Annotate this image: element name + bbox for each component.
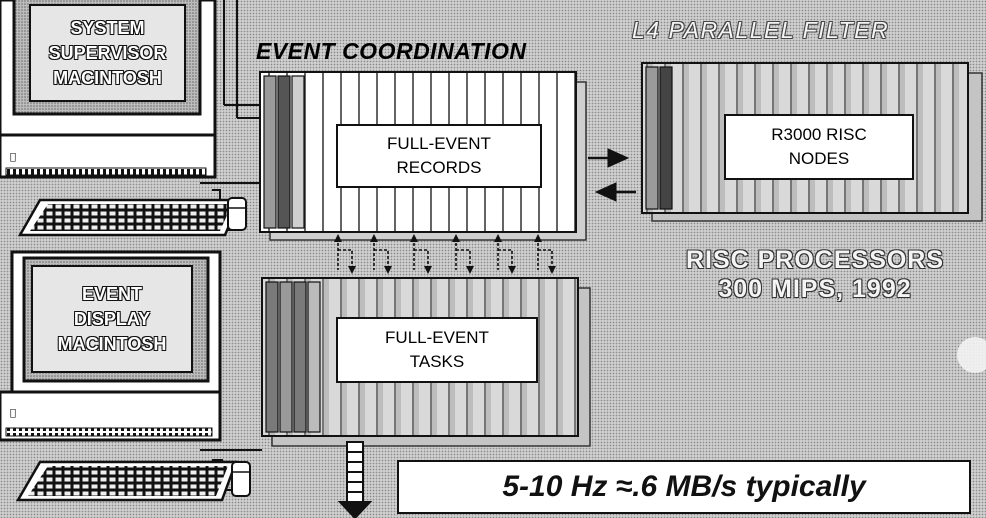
tasks-line: TASKS — [410, 350, 464, 374]
data-rate-box: 5-10 Hz ≈.6 MB/s typically — [397, 460, 971, 514]
full-event-tasks-box: FULL-EVENT TASKS — [336, 317, 538, 383]
output-arrow — [340, 442, 370, 518]
records-line: FULL-EVENT — [387, 132, 491, 156]
display-label-line: DISPLAY — [74, 307, 150, 332]
risc-nodes-line: R3000 RISC — [771, 123, 866, 147]
l4-parallel-filter-title: L4 PARALLEL FILTER — [632, 17, 889, 44]
risc-nodes-line: NODES — [789, 147, 849, 171]
data-rate-text: 5-10 Hz ≈.6 MB/s typically — [502, 470, 865, 504]
records-line: RECORDS — [396, 156, 481, 180]
supervisor-screen-label: SYSTEM SUPERVISOR MACINTOSH — [30, 7, 185, 99]
full-event-records-box: FULL-EVENT RECORDS — [336, 124, 542, 188]
event-coordination-title: EVENT COORDINATION — [256, 38, 527, 65]
tasks-line: FULL-EVENT — [385, 326, 489, 350]
supervisor-label-line: SYSTEM — [70, 16, 144, 41]
risc-processors-caption: RISC PROCESSORS 300 MIPS, 1992 — [650, 246, 980, 304]
risc-caption-line1: RISC PROCESSORS — [650, 246, 980, 275]
display-label-line: MACINTOSH — [58, 332, 167, 357]
svg-text::  — [10, 152, 16, 163]
supervisor-label-line: MACINTOSH — [53, 66, 162, 91]
display-screen-label: EVENT DISPLAY MACINTOSH — [32, 268, 192, 370]
supervisor-label-line: SUPERVISOR — [49, 41, 167, 66]
glare-spot — [957, 337, 986, 373]
display-label-line: EVENT — [82, 282, 142, 307]
r3000-risc-nodes-box: R3000 RISC NODES — [724, 114, 914, 180]
crate-link-arrows — [588, 149, 636, 201]
bus-arrows — [338, 238, 552, 270]
risc-caption-line2: 300 MIPS, 1992 — [650, 275, 980, 304]
svg-text::  — [10, 408, 16, 419]
